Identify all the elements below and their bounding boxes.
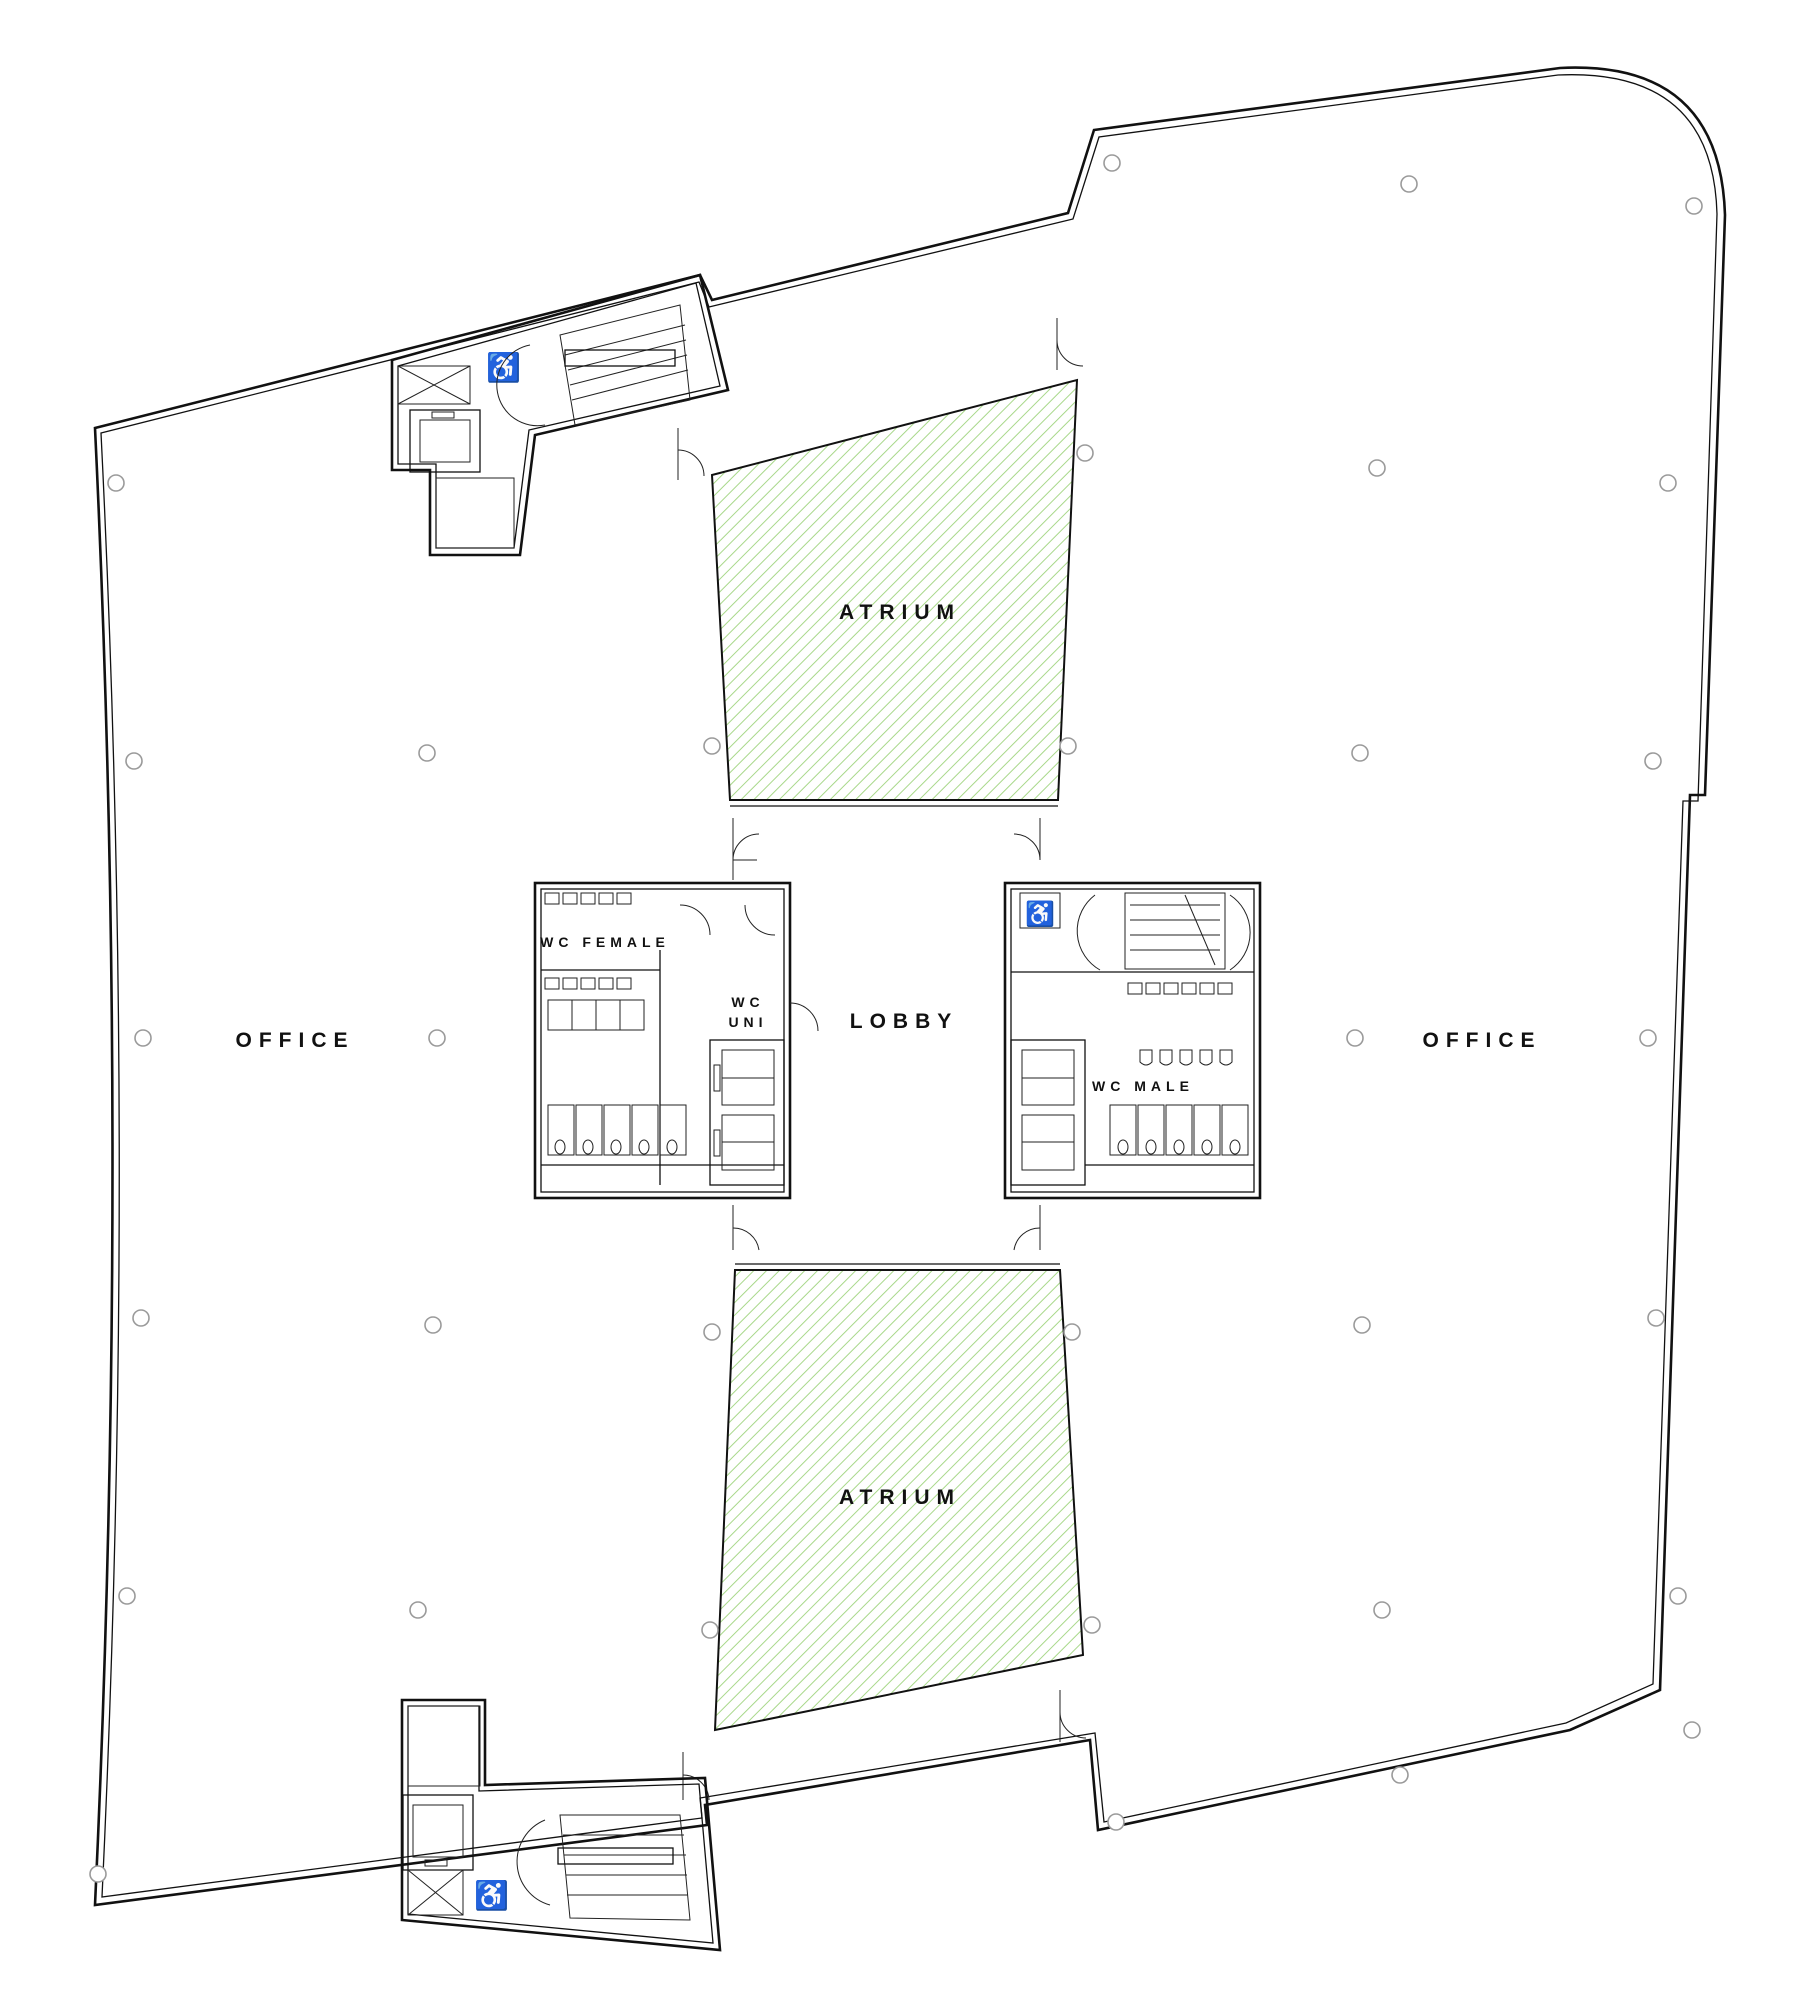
office-right-label: OFFICE — [1423, 1029, 1542, 1052]
atrium-top: ATRIUM — [710, 378, 1079, 807]
stair-icon — [516, 1814, 691, 1921]
sink-icon — [1127, 982, 1233, 995]
stair-icon — [496, 304, 691, 427]
building-outline — [93, 66, 1727, 1907]
wc-uni-label-line1: WC — [731, 994, 764, 1010]
accessible-icon: ♿ — [1025, 900, 1055, 928]
urinal-icon — [1139, 1049, 1233, 1066]
atrium-top-label: ATRIUM — [839, 601, 961, 624]
wc-female-label: WC FEMALE — [540, 934, 670, 950]
accessible-icon: ♿ — [486, 351, 521, 384]
core-bottom-left: ♿ — [400, 1698, 722, 1952]
wc-male-core: ♿ WC MALE — [1003, 881, 1262, 1200]
column-icon — [89, 154, 1703, 1883]
office-left-label: OFFICE — [236, 1029, 355, 1052]
core-top-left: ♿ — [390, 273, 730, 557]
accessible-icon: ♿ — [474, 1879, 509, 1912]
atrium-bottom-label: ATRIUM — [839, 1486, 961, 1509]
elevator-icon — [713, 1049, 775, 1171]
door-swing-icon — [677, 318, 1087, 1801]
elevator-icon — [1021, 1049, 1075, 1171]
sink-icon — [544, 892, 632, 990]
lobby-label: LOBBY — [850, 1010, 959, 1033]
toilet-icon — [1109, 1104, 1249, 1156]
toilet-icon — [547, 999, 687, 1156]
wc-uni-label-line2: UNI — [728, 1014, 767, 1030]
stair-icon — [1076, 892, 1251, 971]
wc-female-core: WC FEMALE WC UNI — [533, 881, 819, 1200]
wc-male-label: WC MALE — [1092, 1078, 1194, 1094]
atrium-bottom: ATRIUM — [713, 1263, 1085, 1732]
